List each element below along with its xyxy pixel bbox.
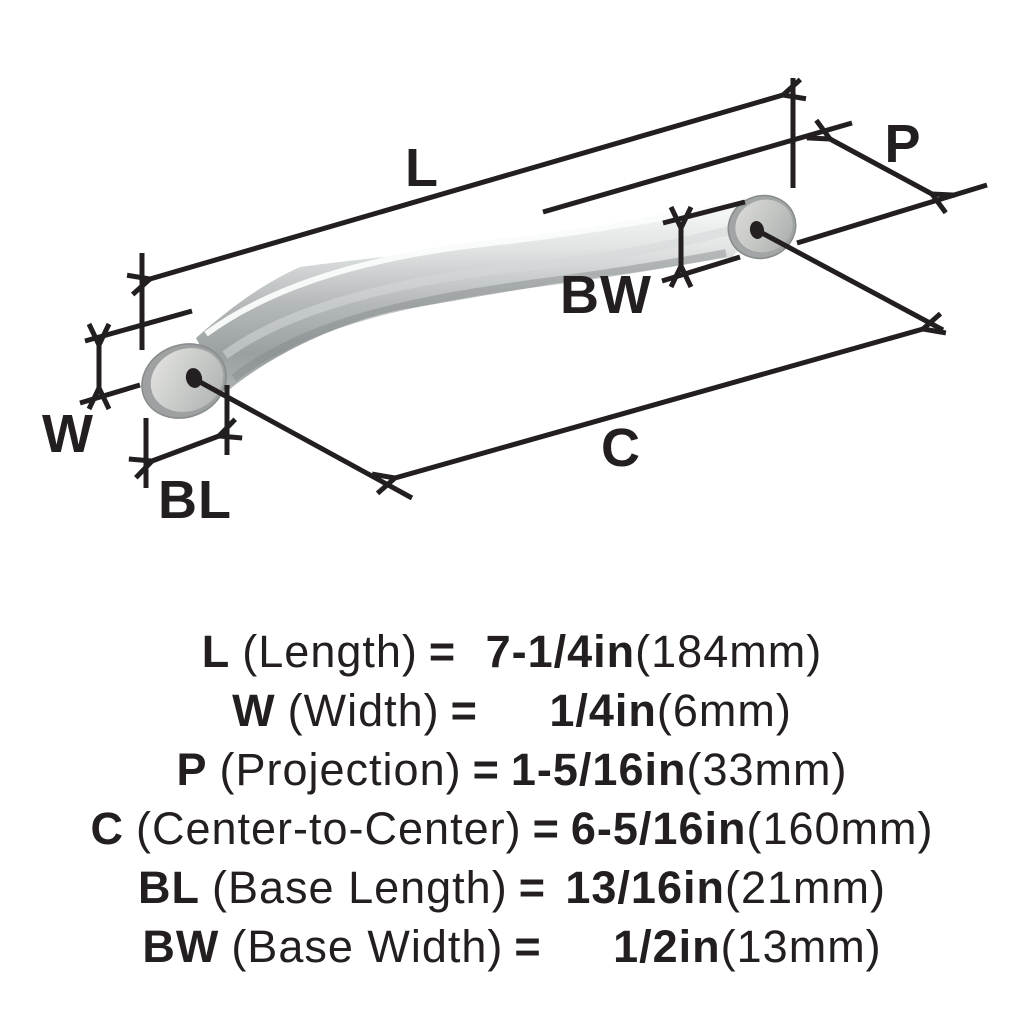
spec-row-projection: P (Projection) = 1-5/16 in (33mm) <box>0 740 1024 799</box>
dimension-center-to-center <box>198 230 945 501</box>
spec-metric: (33mm) <box>686 744 848 795</box>
handle-left-screw-hole <box>185 368 203 388</box>
spec-unit: in <box>678 921 721 972</box>
spec-code: C <box>90 803 124 854</box>
dimension-label-base-length: BL <box>158 470 232 530</box>
spec-code: W <box>232 685 276 736</box>
spec-value: 1/4 <box>549 685 615 736</box>
dimension-projection <box>542 120 988 246</box>
dimension-width <box>79 308 193 406</box>
projection-arrow-line <box>830 139 932 194</box>
spec-label: (Base Width) <box>231 921 504 972</box>
dimension-label-length: L <box>405 138 439 198</box>
spec-equals: = <box>518 862 546 913</box>
spec-table: L (Length) = 7-1/4 in (184mm) W (Width) … <box>0 622 1024 976</box>
spec-code: P <box>176 744 208 795</box>
handle-illustration <box>141 194 797 419</box>
spec-equals: = <box>450 685 478 736</box>
spec-value: 1-5/16 <box>510 744 645 795</box>
spec-equals: = <box>472 744 500 795</box>
spec-unit: in <box>682 862 725 913</box>
spec-equals: = <box>532 803 560 854</box>
spec-label: (Center-to-Center) <box>135 803 522 854</box>
spec-metric: (21mm) <box>724 862 886 913</box>
spec-row-base-width: BW (Base Width) = 1/2 in (13mm) <box>0 917 1024 976</box>
spec-metric: (160mm) <box>746 803 934 854</box>
handle-dimension-drawing: L P BW W BL C <box>42 0 988 530</box>
width-tick-bottom <box>79 382 141 406</box>
spec-code: BL <box>138 862 201 913</box>
spec-value: 6-5/16 <box>570 803 705 854</box>
spec-row-base-length: BL (Base Length) = 13/16 in (21mm) <box>0 858 1024 917</box>
spec-unit: in <box>704 803 747 854</box>
spec-unit: in <box>644 744 687 795</box>
length-arrow-line <box>150 95 783 279</box>
spec-equals: = <box>514 921 542 972</box>
spec-row-width: W (Width) = 1/4 in (6mm) <box>0 681 1024 740</box>
dimension-label-projection: P <box>884 114 921 174</box>
spec-value: 13/16 <box>565 862 683 913</box>
spec-label: (Projection) <box>219 744 462 795</box>
spec-metric: (13mm) <box>720 921 882 972</box>
spec-metric: (184mm) <box>635 626 823 677</box>
dimension-length <box>142 78 793 350</box>
dimension-label-base-width: BW <box>560 265 652 325</box>
base-length-arrow-line <box>152 436 219 461</box>
spec-code: L <box>201 626 231 677</box>
spec-label: (Base Length) <box>212 862 508 913</box>
dimension-label-center-to-center: C <box>601 418 641 478</box>
spec-value: 1/2 <box>613 921 679 972</box>
projection-ref-lower <box>796 182 988 246</box>
projection-ref-upper <box>542 120 853 215</box>
spec-equals: = <box>428 626 457 677</box>
center-arrow-line <box>395 329 923 478</box>
width-tick-top <box>84 308 193 344</box>
spec-code: BW <box>142 921 220 972</box>
spec-unit: in <box>593 626 636 677</box>
dimension-label-width: W <box>42 404 94 464</box>
spec-metric: (6mm) <box>656 685 792 736</box>
spec-value: 7-1/4 <box>485 626 594 677</box>
spec-label: (Length) <box>242 626 418 677</box>
spec-row-center-to-center: C (Center-to-Center) = 6-5/16 in (160mm) <box>0 799 1024 858</box>
center-tick-right <box>760 230 945 333</box>
dimension-base-width <box>661 199 746 281</box>
spec-label: (Width) <box>287 685 440 736</box>
spec-row-length: L (Length) = 7-1/4 in (184mm) <box>0 622 1024 681</box>
spec-unit: in <box>614 685 657 736</box>
